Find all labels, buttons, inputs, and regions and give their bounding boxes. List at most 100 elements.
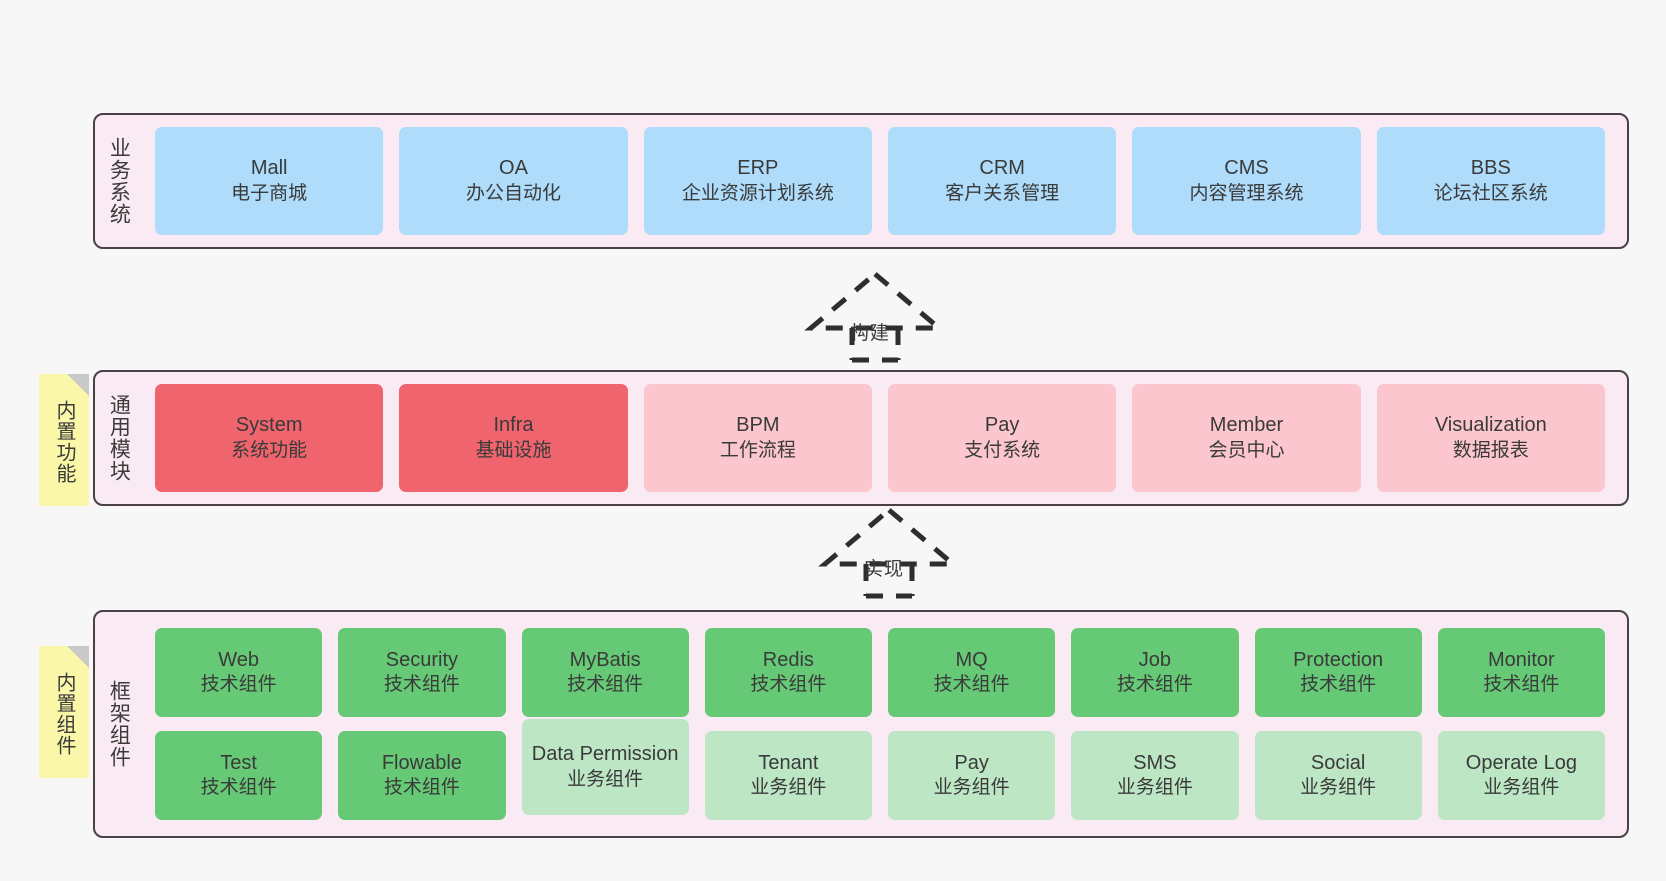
- cell-title: Visualization: [1434, 414, 1547, 437]
- cell-mall[interactable]: Mall 电子商城: [155, 127, 384, 235]
- cell-slot: System 系统功能: [147, 384, 391, 492]
- cell-web[interactable]: Web 技术组件: [155, 628, 323, 717]
- cell-slot: Tenant 业务组件: [697, 731, 880, 820]
- cell-infra[interactable]: Infra 基础设施: [399, 384, 628, 492]
- cell-subtitle: 电子商城: [231, 182, 308, 204]
- cell-slot: BPM 工作流程: [636, 384, 880, 492]
- arrowhead-triangle: [804, 270, 946, 331]
- cell-subtitle: 系统功能: [231, 439, 308, 461]
- arrowhead-triangle: [818, 506, 960, 567]
- cell-monitor[interactable]: Monitor 技术组件: [1437, 628, 1605, 717]
- cell-title: Flowable: [381, 751, 462, 774]
- cell-test[interactable]: Test 技术组件: [155, 731, 323, 820]
- cell-slot: Pay 支付系统: [880, 384, 1124, 492]
- cell-subtitle: 技术组件: [200, 674, 277, 696]
- cell-title: Tenant: [758, 751, 819, 774]
- cell-security[interactable]: Security 技术组件: [338, 628, 506, 717]
- cell-title: Social: [1310, 751, 1366, 774]
- cell-flowable[interactable]: Flowable 技术组件: [338, 731, 506, 820]
- cell-pay-business[interactable]: Pay 业务组件: [888, 731, 1056, 820]
- cell-subtitle: 业务组件: [933, 777, 1010, 799]
- cell-slot: BBS 论坛社区系统: [1369, 127, 1613, 235]
- layer-framework-components: 框架组件 Web 技术组件 Security 技术组件: [93, 610, 1629, 838]
- cell-slot: Protection 技术组件: [1247, 628, 1430, 717]
- layer-title-common-modules: 通用模块: [107, 394, 131, 482]
- note-fold-corner-icon: [67, 646, 89, 668]
- cell-grid-framework-components: Web 技术组件 Security 技术组件 MyBatis 技术组件: [141, 612, 1627, 836]
- cell-subtitle: 技术组件: [933, 674, 1010, 696]
- cell-slot: Monitor 技术组件: [1430, 628, 1613, 717]
- connector-build-label: 构建: [850, 323, 891, 344]
- arrow-stem: [849, 328, 901, 363]
- cell-slot: MQ 技术组件: [880, 628, 1063, 717]
- cell-data-permission[interactable]: Data Permission 业务组件: [521, 719, 689, 815]
- cell-bbs[interactable]: BBS 论坛社区系统: [1376, 127, 1605, 235]
- cell-title: Data Permission: [531, 743, 679, 766]
- cell-subtitle: 办公自动化: [465, 182, 561, 204]
- cell-title: Test: [220, 751, 257, 774]
- cell-tenant[interactable]: Tenant 业务组件: [704, 731, 872, 820]
- cell-slot: ERP 企业资源计划系统: [636, 127, 880, 235]
- cell-title: ERP: [737, 157, 779, 180]
- cell-title: SMS: [1133, 751, 1177, 774]
- layer-business-systems: 业务系统 Mall 电子商城 OA 办公自动化 ERP 企业资源计划系统: [93, 113, 1629, 249]
- note-fold-corner-icon: [67, 374, 89, 396]
- grid-row-business: Test 技术组件 Flowable 技术组件 Data Permission …: [147, 719, 1613, 820]
- cell-subtitle: 客户关系管理: [945, 182, 1060, 204]
- cell-slot: Social 业务组件: [1247, 731, 1430, 820]
- cell-title: MyBatis: [569, 648, 641, 671]
- cell-title: BPM: [736, 414, 780, 437]
- cell-subtitle: 会员中心: [1208, 439, 1285, 461]
- cell-social[interactable]: Social 业务组件: [1254, 731, 1422, 820]
- cell-subtitle: 业务组件: [750, 777, 827, 799]
- cell-title: Web: [218, 648, 259, 671]
- cell-sms[interactable]: SMS 业务组件: [1071, 731, 1239, 820]
- note-builtin-functions: 内置功能: [39, 374, 89, 506]
- cell-member[interactable]: Member 会员中心: [1132, 384, 1361, 492]
- cell-title: Mall: [250, 157, 288, 180]
- cell-system[interactable]: System 系统功能: [155, 384, 384, 492]
- cell-title: CMS: [1224, 157, 1269, 180]
- cell-operate-log[interactable]: Operate Log 业务组件: [1437, 731, 1605, 820]
- cell-slot: Visualization 数据报表: [1369, 384, 1613, 492]
- cell-crm[interactable]: CRM 客户关系管理: [887, 127, 1117, 235]
- cell-mybatis[interactable]: MyBatis 技术组件: [521, 628, 689, 717]
- cell-subtitle: 技术组件: [383, 674, 460, 696]
- cell-title: Pay: [984, 414, 1020, 437]
- cell-subtitle: 技术组件: [750, 674, 827, 696]
- cell-title: MQ: [955, 648, 988, 671]
- cell-erp[interactable]: ERP 企业资源计划系统: [643, 127, 872, 235]
- cell-mq[interactable]: MQ 技术组件: [888, 628, 1056, 717]
- cell-title: Redis: [762, 648, 814, 671]
- cell-subtitle: 论坛社区系统: [1433, 182, 1548, 204]
- cell-subtitle: 技术组件: [1483, 674, 1560, 696]
- cell-oa[interactable]: OA 办公自动化: [399, 127, 628, 235]
- cell-subtitle: 工作流程: [719, 439, 796, 461]
- arrow-stem: [863, 564, 915, 599]
- cell-pay[interactable]: Pay 支付系统: [887, 384, 1117, 492]
- cell-slot: MyBatis 技术组件: [514, 628, 697, 717]
- cell-redis[interactable]: Redis 技术组件: [704, 628, 872, 717]
- cell-slot: CRM 客户关系管理: [880, 127, 1124, 235]
- cell-slot: Security 技术组件: [330, 628, 513, 717]
- connector-build: 构建: [802, 270, 948, 363]
- cell-subtitle: 技术组件: [383, 777, 460, 799]
- cell-visualization[interactable]: Visualization 数据报表: [1376, 384, 1605, 492]
- cell-slot: Job 技术组件: [1063, 628, 1246, 717]
- cell-slot: Operate Log 业务组件: [1430, 731, 1613, 820]
- cell-subtitle: 业务组件: [567, 768, 644, 790]
- cell-title: Operate Log: [1465, 751, 1577, 774]
- cell-bpm[interactable]: BPM 工作流程: [643, 384, 872, 492]
- cell-protection[interactable]: Protection 技术组件: [1254, 628, 1422, 717]
- cell-job[interactable]: Job 技术组件: [1071, 628, 1239, 717]
- cell-slot: Member 会员中心: [1124, 384, 1368, 492]
- note-label: 内置组件: [53, 672, 75, 756]
- cell-slot: Redis 技术组件: [697, 628, 880, 717]
- connector-realize-label: 实现: [864, 559, 905, 580]
- cell-subtitle: 业务组件: [1300, 777, 1377, 799]
- cell-slot: SMS 业务组件: [1063, 731, 1246, 820]
- cell-slot: Test 技术组件: [147, 731, 330, 820]
- cell-row-business-systems: Mall 电子商城 OA 办公自动化 ERP 企业资源计划系统 CRM: [141, 115, 1627, 247]
- cell-slot: OA 办公自动化: [391, 127, 635, 235]
- cell-cms[interactable]: CMS 内容管理系统: [1132, 127, 1361, 235]
